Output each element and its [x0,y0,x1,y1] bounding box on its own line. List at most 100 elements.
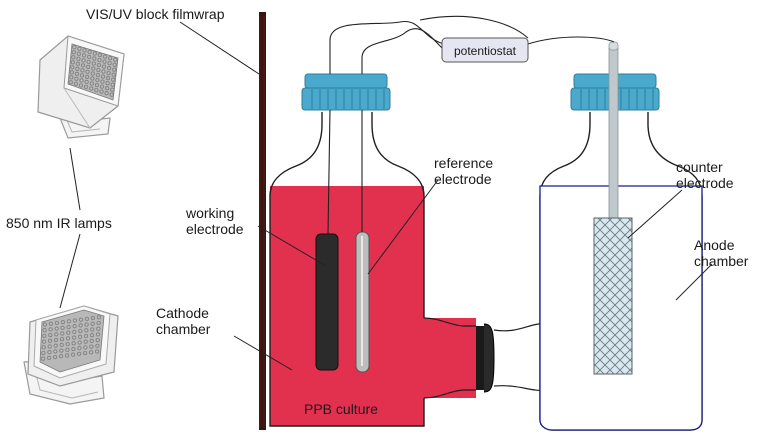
lamp-led [65,342,70,347]
lamp-led [53,349,58,354]
lamp-led [71,352,76,357]
lamp-led [71,55,76,60]
lamp-led [69,75,74,80]
lamp-led [47,350,52,355]
lamp-led [95,73,100,78]
lamp-led [65,336,71,341]
lamp-led [77,346,82,351]
cathode-label-1: Cathode [156,305,209,321]
lamp-led [73,81,78,86]
lamp-led [74,71,79,76]
lamp-led [106,76,111,81]
lamp-led [90,76,95,81]
lamp-led [41,345,46,350]
lamp-led [100,79,105,84]
lamp-led [100,74,106,79]
lamp-led [54,320,59,325]
lamp-led [87,49,92,54]
lamp-led [71,341,76,346]
lamp-led [78,329,83,334]
lamp-led [95,343,100,348]
lamp-led [101,69,106,74]
lamp-led [89,333,95,338]
lamp-led [72,329,77,334]
lamp-led [82,48,87,53]
lamp-led [78,323,83,328]
anode-label-2: chamber [694,253,749,269]
lamp-led [101,64,107,69]
lamp-led [77,46,82,51]
lamp-led [92,56,97,61]
lamp-led [83,345,88,350]
lamp-led [70,65,75,70]
lamp-led [59,354,64,359]
lamp-led [81,53,87,58]
lamp-led [84,328,89,333]
lamp-led [78,83,84,88]
lamp-led [72,324,77,329]
lamp-led [96,315,101,320]
cathode-bottle [269,73,476,427]
lamp-led [108,56,113,61]
anode-label-1: Anode [694,237,735,253]
lamp-led [59,348,64,353]
lamp-led [84,79,89,84]
lamp-led [90,316,95,321]
lamp-led [91,66,96,71]
lamp-led [107,66,112,71]
lamp-led [110,87,115,92]
lamp-led [85,74,90,79]
lamp-led [109,92,114,97]
ir-lamp-icon [37,35,125,139]
lamp-led [84,84,89,89]
lamp-led [91,61,96,66]
lamp-led [48,321,53,326]
lamp-led [68,80,73,85]
lamp-led [96,68,101,73]
lamp-led [90,321,95,326]
lamp-led [90,327,95,332]
lamp-led [75,61,80,66]
lamp-led [96,63,101,68]
lamp-led [60,325,65,330]
lamp-led [66,324,71,330]
lamp-led [99,84,105,89]
working-electrode [315,233,339,371]
lamp-led [42,333,47,338]
lamp-led [79,73,85,78]
lamp-led [71,346,76,352]
lamp-led [106,71,111,76]
lamp-led [78,317,83,322]
cathode-label-2: chamber [156,321,211,337]
lamp-led [41,339,47,344]
lamp-led [81,58,86,63]
lamps-label: 850 nm IR lamps [6,215,112,231]
filmwrap-bar [259,12,266,430]
lamp-led [110,82,115,87]
lamp-led [79,78,84,83]
lamp-led [86,59,91,64]
working-label-1: working [185,205,234,221]
lamp-led [66,319,71,324]
lamp-led [95,78,100,83]
lamp-led [60,331,65,336]
lamp-led [80,63,86,68]
filmwrap-label: VIS/UV block filmwrap [86,6,225,22]
lamp-led [75,66,80,71]
lamp-led [96,320,101,326]
lamp-led [54,332,59,337]
lamp-led [48,333,53,338]
counter-electrode [593,217,633,375]
lamp-led [66,330,71,335]
lamp-led [89,81,94,86]
lamp-led [60,320,65,325]
lamp-led [54,326,59,331]
lamp-led [71,50,76,55]
lamp-led [89,344,94,349]
lamp-led [80,68,85,73]
lamp-led [72,318,77,323]
lamp-led [65,347,70,352]
anode-bottle [539,41,703,431]
